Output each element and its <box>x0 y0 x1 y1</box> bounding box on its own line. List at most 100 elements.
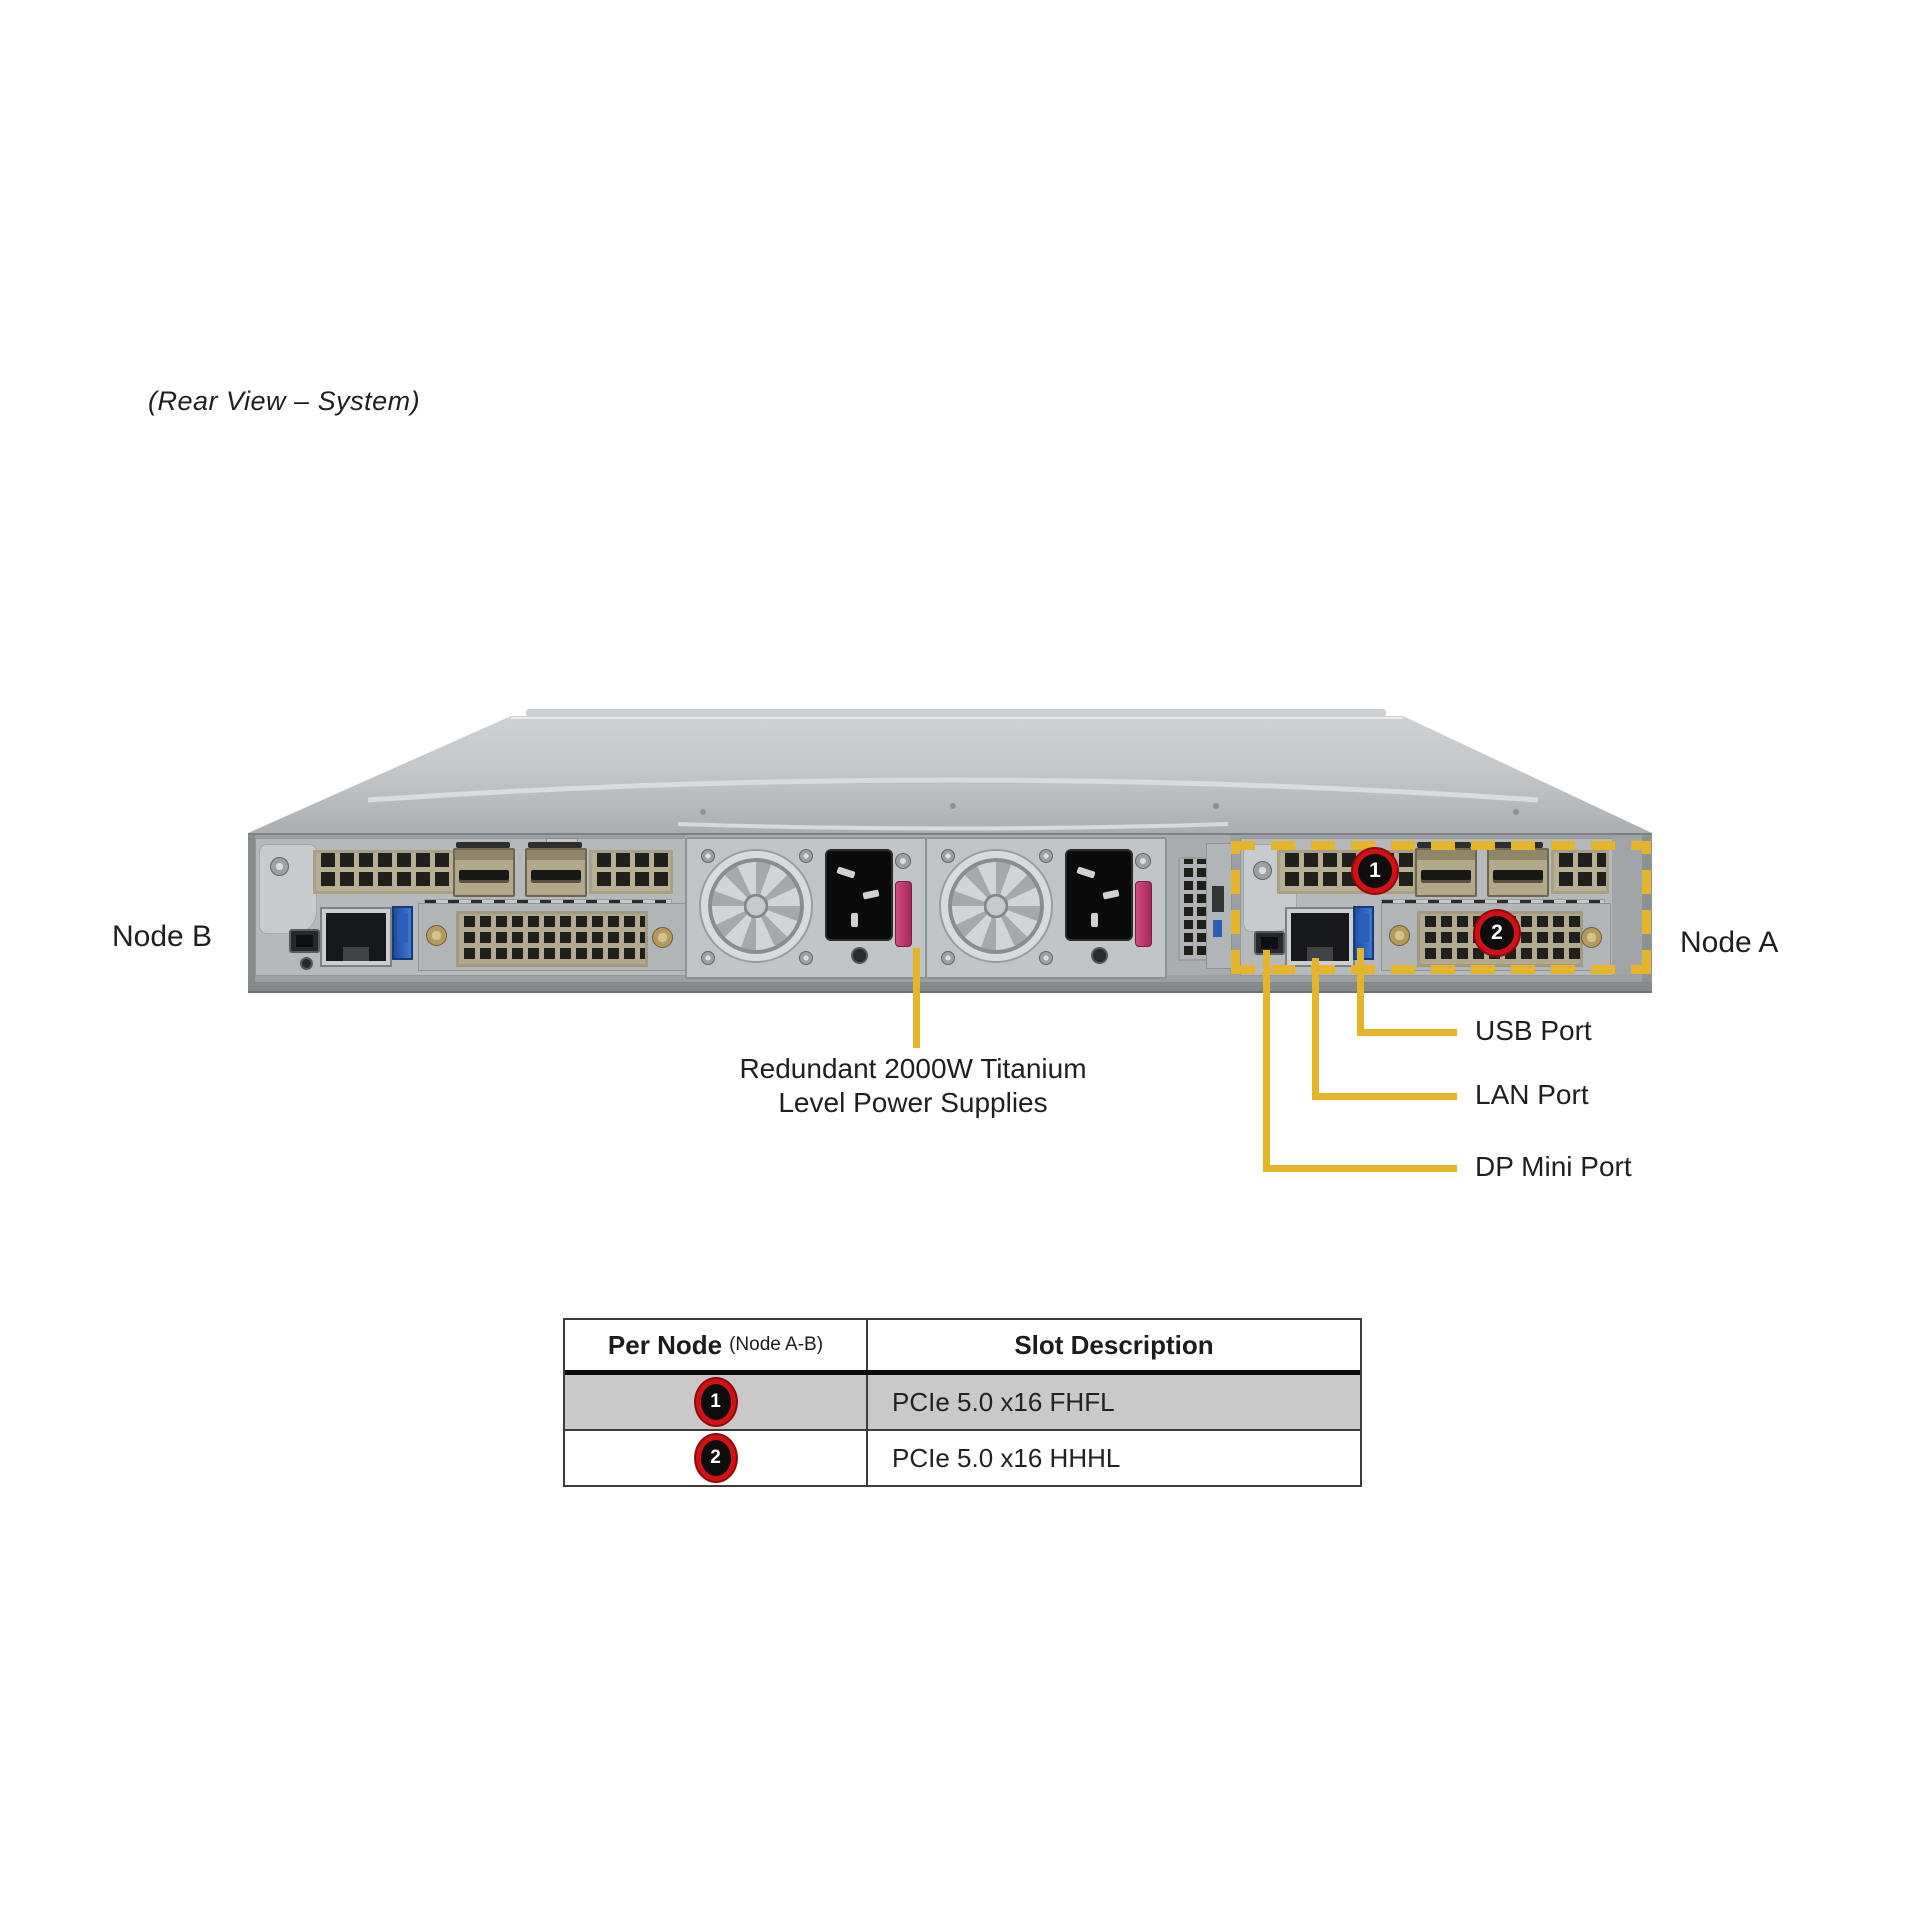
callout-line-lan-horizontal <box>1312 1093 1457 1100</box>
thumbscrew <box>426 925 447 946</box>
inlet-pin <box>1102 889 1120 900</box>
rear-left-edge <box>248 835 255 982</box>
usb-tongue <box>1358 914 1369 942</box>
chassis-rear-panel: 1 2 <box>248 833 1652 991</box>
node-a-dashed-outline-right <box>1642 841 1651 974</box>
node-b-label: Node B <box>112 920 213 953</box>
node-a-dashed-outline-bottom <box>1231 965 1651 974</box>
bracket-led <box>1213 920 1222 937</box>
node-b-bracket <box>259 844 317 934</box>
node-a-dashed-outline-top <box>1231 841 1651 850</box>
psu-callout-line2: Level Power Supplies <box>778 1087 1048 1118</box>
node-b-panel <box>255 838 692 976</box>
chassis-top-lip <box>526 709 1386 717</box>
center-bracket <box>1206 843 1232 969</box>
lan-port-tab <box>342 946 370 961</box>
table-row: 1 PCIe 5.0 x16 FHFL <box>565 1375 1360 1431</box>
inlet-pin <box>862 889 880 900</box>
ac-inlet <box>825 849 893 941</box>
node-a-panel: 1 2 <box>1240 838 1614 976</box>
screw <box>1091 947 1108 964</box>
mini-dp-port <box>289 929 320 953</box>
vent-grid <box>313 850 459 894</box>
screw <box>941 849 955 863</box>
per-node-header: Per Node <box>607 1329 723 1360</box>
qsfp-slot <box>459 869 509 880</box>
table-cell-marker: 1 <box>565 1375 868 1429</box>
qsfp-slot <box>1493 869 1543 880</box>
per-node-subheader: (Node A-B) <box>729 1334 824 1355</box>
qsfp-slot <box>1421 869 1471 880</box>
top-cover-seams <box>367 717 1539 831</box>
usb-port-label: USB Port <box>1475 1015 1592 1046</box>
qsfp-port <box>1415 848 1477 897</box>
psu-side-vent-grid <box>1178 857 1208 961</box>
slot-marker-1: 1 <box>1353 849 1397 893</box>
screw <box>851 947 868 964</box>
screw <box>701 849 715 863</box>
callout-line-usb-horizontal <box>1357 1029 1457 1036</box>
screw <box>895 853 911 869</box>
fan-grille <box>941 851 1051 961</box>
table-header-slot-description: Slot Description <box>868 1320 1360 1370</box>
thumbscrew <box>652 927 673 948</box>
psu-2 <box>925 837 1167 979</box>
screw <box>1039 951 1053 965</box>
node-a-dashed-outline-left <box>1231 841 1240 974</box>
inlet-pin <box>1076 866 1096 879</box>
psu-callout-line1: Redundant 2000W Titanium <box>739 1053 1087 1084</box>
slot-2-description: PCIe 5.0 x16 HHHL <box>892 1442 1121 1473</box>
screw <box>799 849 813 863</box>
vent-grid <box>589 850 673 894</box>
usb-tongue <box>397 914 408 942</box>
vent-grid <box>1551 850 1609 894</box>
callout-line-lan-vertical <box>1312 958 1319 1100</box>
mini-dp-opening <box>1261 937 1278 949</box>
table-marker-2: 2 <box>695 1435 736 1481</box>
psu-release-lever <box>895 881 912 947</box>
chassis-top-cover <box>248 716 1652 833</box>
lan-port-label: LAN Port <box>1475 1079 1589 1110</box>
screw <box>799 951 813 965</box>
screw <box>941 951 955 965</box>
port-label-strip <box>456 842 510 848</box>
ac-inlet <box>1065 849 1133 941</box>
qsfp-port <box>525 848 587 897</box>
screw <box>1135 853 1151 869</box>
table-header-per-node: Per Node (Node A-B) <box>565 1320 868 1370</box>
node-a-right-ear <box>1612 838 1642 974</box>
slot-description-header: Slot Description <box>1014 1329 1214 1360</box>
table-header-row: Per Node (Node A-B) Slot Description <box>565 1320 1360 1375</box>
inlet-pin <box>851 913 858 927</box>
screw <box>701 951 715 965</box>
callout-line-usb-vertical <box>1357 948 1364 1036</box>
psu-callout-label: Redundant 2000W Titanium Level Power Sup… <box>678 1052 1148 1120</box>
vent-grid <box>456 911 648 967</box>
screw <box>300 957 313 970</box>
psu-1 <box>685 837 927 979</box>
mini-dp-opening <box>296 935 313 947</box>
thumbscrew <box>1389 925 1410 946</box>
table-cell-marker: 2 <box>565 1431 868 1485</box>
table-cell-description: PCIe 5.0 x16 HHHL <box>868 1431 1360 1485</box>
node-a-label: Node A <box>1680 926 1779 959</box>
table-marker-1: 1 <box>695 1379 736 1425</box>
slot-marker-2: 2 <box>1475 911 1519 955</box>
screw <box>270 857 289 876</box>
dp-mini-port-label: DP Mini Port <box>1475 1151 1632 1182</box>
port-label-strip <box>528 842 582 848</box>
inlet-pin <box>836 866 856 879</box>
server-chassis: 1 2 <box>248 700 1652 992</box>
bracket-cutout <box>1212 886 1224 912</box>
lan-port-tab <box>1307 946 1333 961</box>
fan-grille <box>701 851 811 961</box>
psu-release-lever <box>1135 881 1152 947</box>
screw <box>1039 849 1053 863</box>
inlet-pin <box>1091 913 1098 927</box>
lan-port <box>322 909 390 965</box>
screw <box>1253 861 1272 880</box>
thumbscrew <box>1581 927 1602 948</box>
usb-port <box>1353 906 1374 960</box>
table-row: 2 PCIe 5.0 x16 HHHL <box>565 1431 1360 1485</box>
table-cell-description: PCIe 5.0 x16 FHFL <box>868 1375 1360 1429</box>
